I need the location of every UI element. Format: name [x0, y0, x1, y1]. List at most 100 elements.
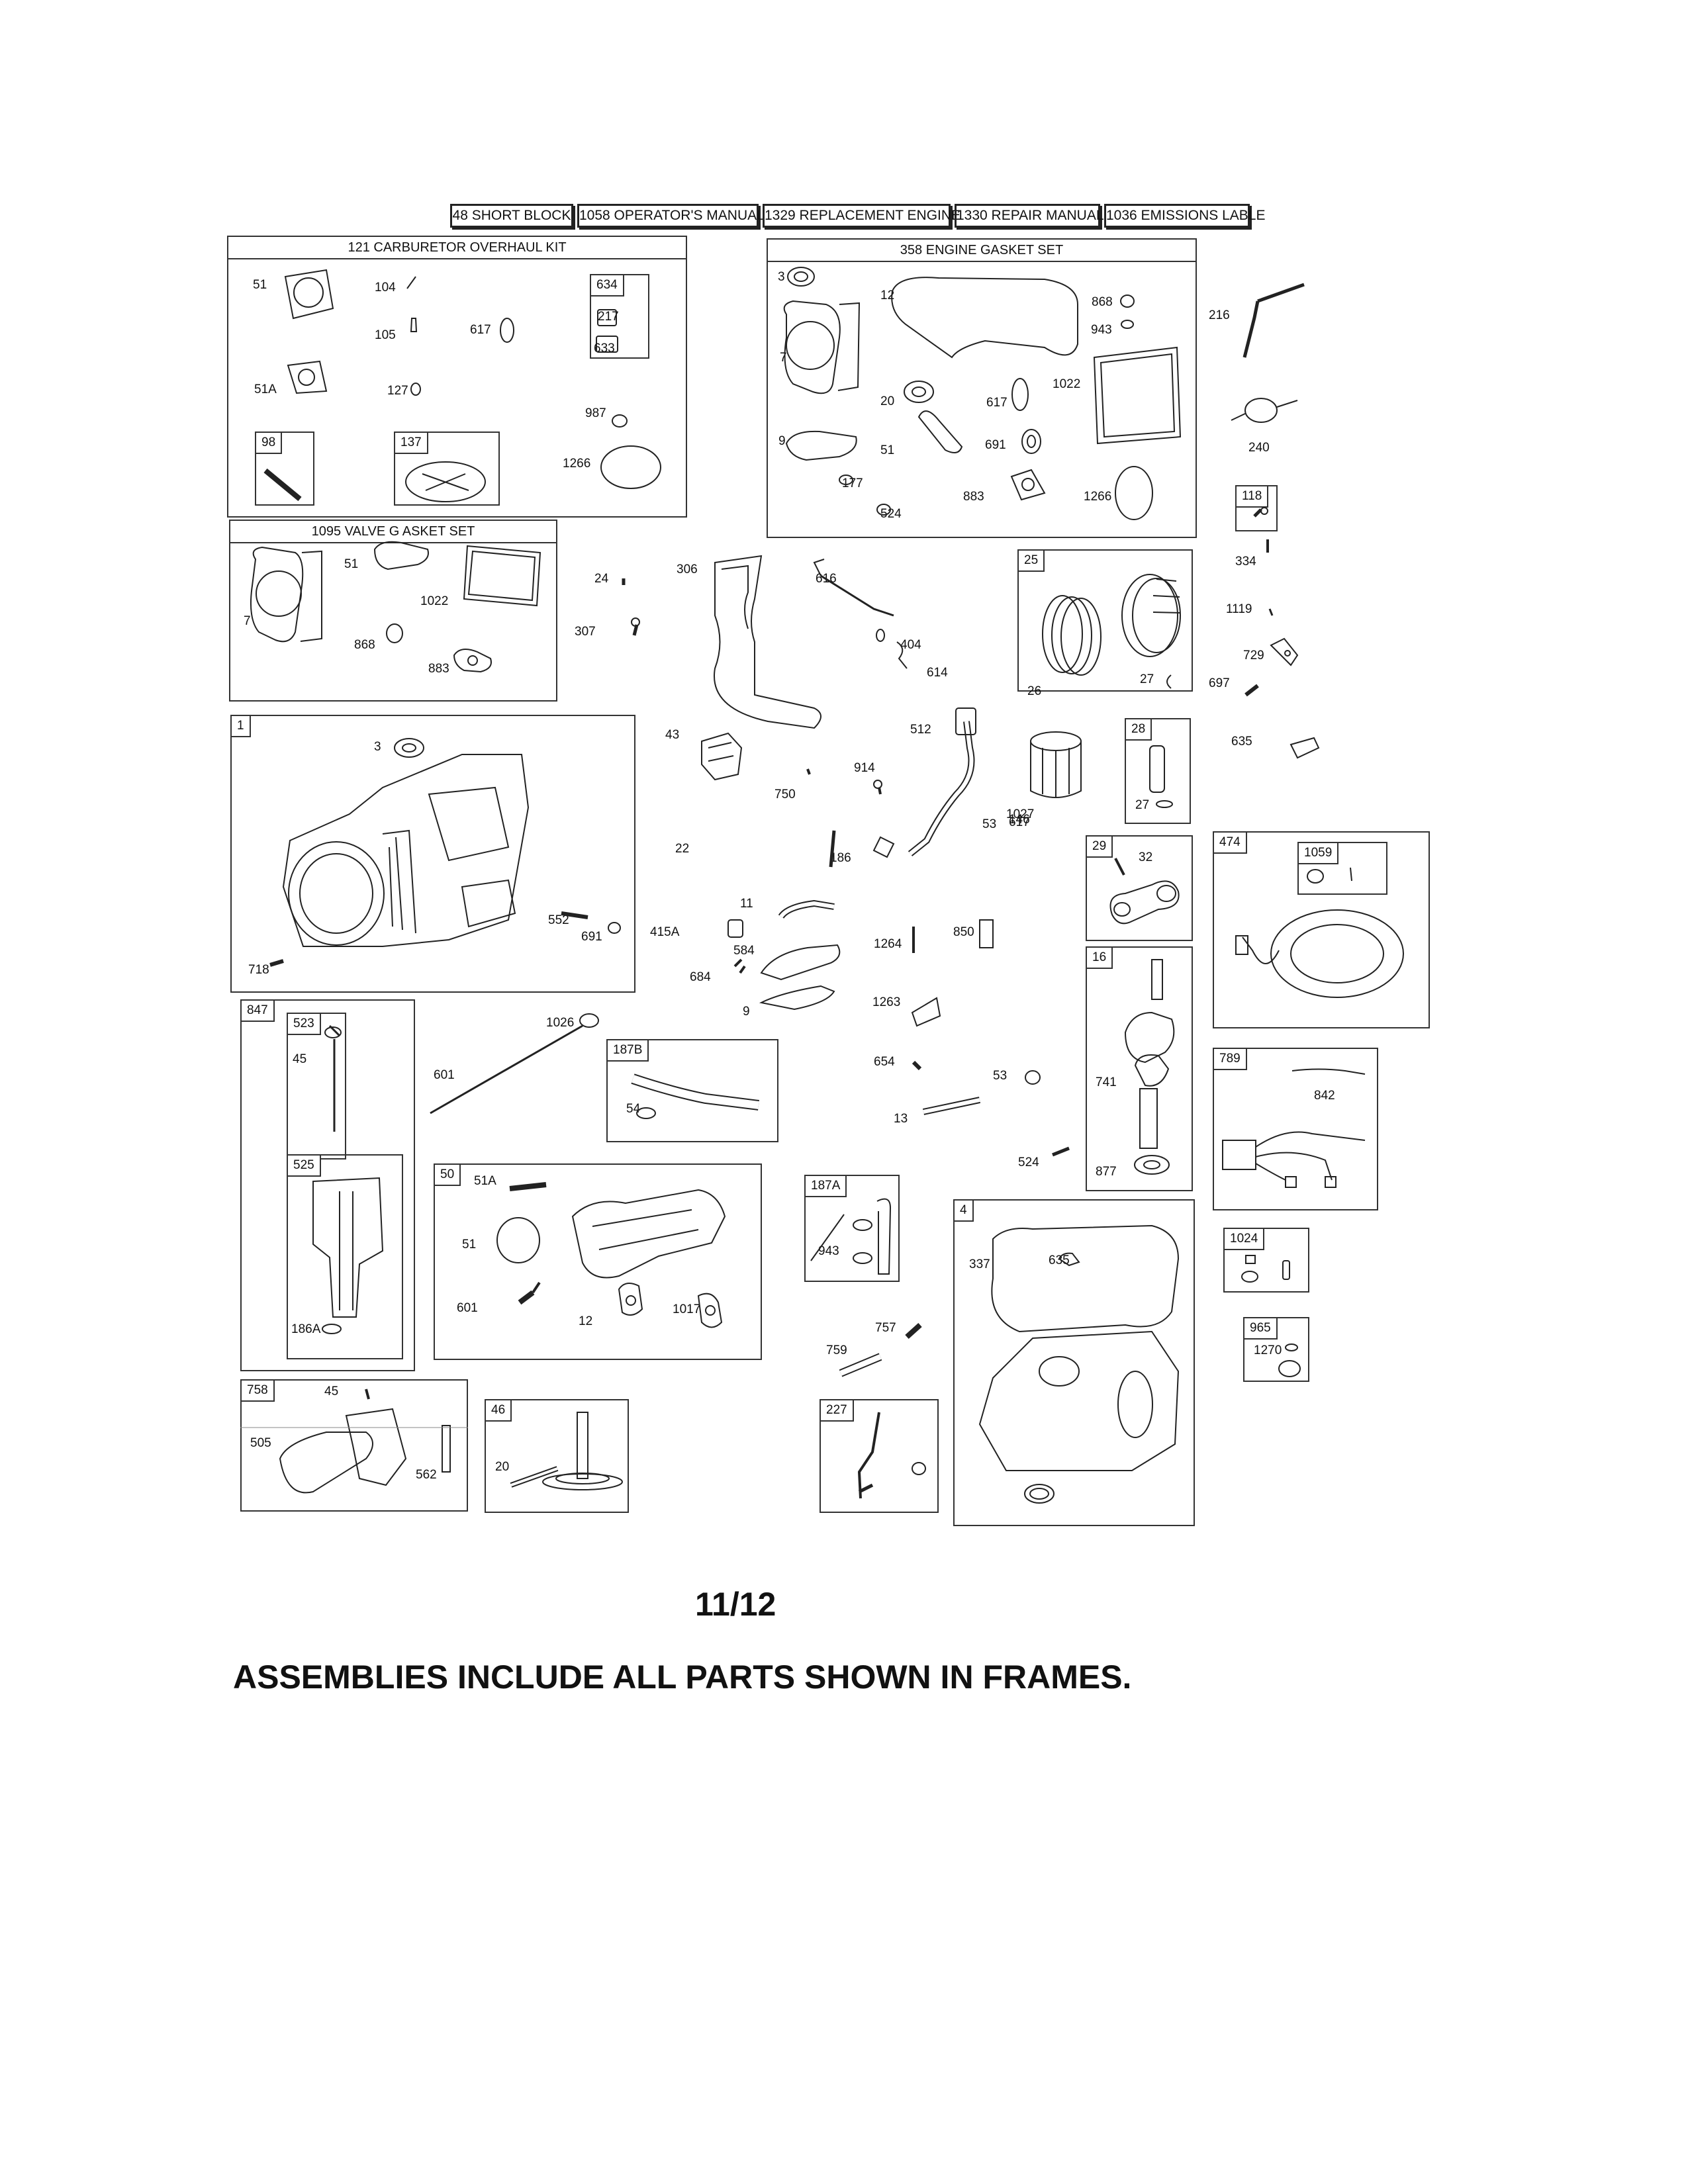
tag-474: 474 [1214, 833, 1247, 854]
part-label: 51 [253, 278, 267, 292]
part-label: 914 [854, 761, 875, 775]
part-label: 45 [324, 1385, 339, 1398]
part-label: 51A [254, 383, 277, 396]
tag-1024: 1024 [1225, 1229, 1265, 1250]
part-label: 3 [374, 740, 381, 754]
tag-187A: 187A [806, 1176, 847, 1197]
part-label: 691 [985, 438, 1006, 452]
part-label: 1266 [1084, 490, 1112, 504]
tag-137: 137 [395, 433, 428, 454]
part-label: 24 [594, 572, 609, 586]
part-label: 127 [387, 384, 408, 398]
part-label: 1119 [1226, 602, 1252, 616]
part-label: 12 [579, 1314, 593, 1328]
part-label: 943 [1091, 323, 1112, 337]
tag-1059: 1059 [1299, 843, 1339, 864]
part-label: 104 [375, 281, 396, 295]
part-label: 750 [774, 788, 796, 801]
part-label: 45 [293, 1052, 307, 1066]
tag-525: 525 [288, 1156, 321, 1177]
valve-seal-frame: 965 [1243, 1317, 1309, 1382]
part-label: 306 [677, 563, 698, 576]
part-label: 9 [778, 434, 786, 448]
part-label: 741 [1096, 1075, 1117, 1089]
part-label: 943 [818, 1244, 839, 1258]
part-label: 635 [1049, 1253, 1070, 1267]
breather-tube-frame: 187B [606, 1039, 778, 1142]
carburetor-kit-frame: 121 CARBURETOR OVERHAUL KIT 634 98 137 [227, 236, 687, 518]
header-operators-manual: 1058 OPERATOR'S MANUAL [577, 204, 765, 228]
tag-16: 16 [1087, 948, 1113, 969]
intake-and-hose-parts [688, 702, 1033, 1046]
subframe-137: 137 [394, 432, 500, 506]
governor-lever-parts [820, 1399, 939, 1513]
part-label: 20 [880, 394, 895, 408]
part-label: 1264 [874, 937, 902, 951]
part-label: 524 [880, 507, 902, 521]
part-label: 51 [344, 557, 359, 571]
part-label: 404 [900, 638, 921, 652]
governor-bracket-parts [240, 1379, 468, 1512]
part-label: 177 [842, 477, 863, 490]
tag-227: 227 [821, 1400, 854, 1422]
crankshaft-parts [1086, 946, 1193, 1191]
carburetor-kit-parts [227, 236, 687, 518]
part-label: 691 [581, 930, 602, 944]
tag-118: 118 [1237, 486, 1269, 508]
tag-523: 523 [288, 1014, 321, 1035]
spark-plug-parts [827, 1310, 933, 1390]
right-column-parts [1192, 265, 1337, 768]
part-label: 987 [585, 406, 606, 420]
part-label: 684 [690, 970, 711, 984]
part-label: 146 [1009, 813, 1030, 827]
oil-filter [1016, 728, 1102, 814]
part-label: 51 [462, 1238, 477, 1251]
alternator-frame: 474 1059 [1213, 831, 1430, 1028]
part-label: 601 [434, 1068, 455, 1082]
part-label: 584 [733, 944, 755, 958]
subframe-1059: 1059 [1297, 842, 1387, 895]
part-label: 11 [740, 897, 753, 911]
part-label: 850 [953, 925, 974, 939]
sump-frame: 4 [953, 1199, 1195, 1526]
tag-634: 634 [591, 275, 624, 296]
intake-manifold-frame: 50 [434, 1163, 762, 1360]
part-label: 617 [986, 396, 1008, 410]
tag-187B: 187B [608, 1040, 649, 1062]
tag-46: 46 [486, 1400, 512, 1422]
part-label: 1022 [420, 594, 449, 608]
part-label: 883 [963, 490, 984, 504]
assemblies-note: ASSEMBLIES INCLUDE ALL PARTS SHOWN IN FR… [233, 1659, 1132, 1696]
part-label: 1270 [1254, 1343, 1282, 1357]
part-label: 3 [778, 270, 785, 284]
part-label: 868 [1092, 295, 1113, 309]
piston-rings-parts [1017, 549, 1193, 692]
part-label: 9 [743, 1005, 750, 1019]
tag-1: 1 [232, 716, 251, 737]
part-label: 307 [575, 625, 596, 639]
dipstick-parts [424, 1006, 609, 1125]
valve-seal-parts [1243, 1317, 1309, 1382]
wiring-harness-frame: 789 [1213, 1048, 1378, 1210]
governor-gear-parts [485, 1399, 629, 1513]
tag-789: 789 [1214, 1049, 1247, 1070]
oil-fill-parts [240, 999, 415, 1371]
part-label: 601 [457, 1301, 478, 1315]
crankshaft-frame: 16 [1086, 946, 1193, 1191]
part-label: 757 [875, 1321, 896, 1335]
part-label: 1026 [546, 1016, 575, 1030]
header-emissions-label: 1036 EMISSIONS LABLE [1104, 204, 1265, 228]
part-label: 51A [474, 1174, 496, 1188]
frame-title: 1095 VALVE G ASKET SET [230, 521, 556, 543]
part-label: 7 [780, 351, 787, 365]
part-label: 1017 [673, 1302, 701, 1316]
part-label: 32 [1139, 850, 1153, 864]
part-label: 617 [470, 323, 491, 337]
tag-28: 28 [1126, 719, 1152, 741]
piston-pin-parts [1125, 718, 1191, 824]
part-label: 562 [416, 1468, 437, 1482]
subframe-98: 98 [255, 432, 314, 506]
subframe-525: 525 [287, 1154, 403, 1359]
part-label: 334 [1235, 555, 1256, 569]
part-label: 186A [291, 1322, 321, 1336]
